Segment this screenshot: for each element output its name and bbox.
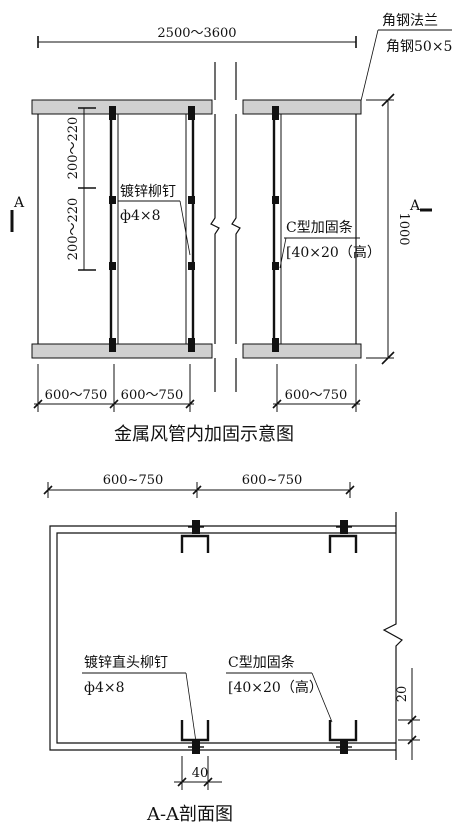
- section-mark-right-label: A: [409, 198, 421, 214]
- section-height-label: 20: [395, 686, 410, 703]
- section-spacing-2-label: 600~750: [242, 473, 303, 488]
- stiffener-callout: C型加固条 [40×20（高）: [279, 219, 381, 269]
- stiffener-2: [185, 106, 195, 352]
- stiffener-3: [272, 106, 282, 352]
- flange-label: 角钢法兰: [382, 13, 438, 29]
- section-spacing-1-label: 600~750: [103, 473, 164, 488]
- break-symbol: [210, 62, 241, 392]
- rivet-spacing-bottom-label: 200～220: [66, 198, 81, 261]
- height-label: 1000: [396, 212, 411, 245]
- total-width-label: 2500～3600: [157, 26, 236, 41]
- section-width-dimension: 40: [174, 756, 222, 790]
- section-stiffener-top-2: [328, 520, 358, 553]
- stiffener-label: C型加固条: [286, 219, 353, 236]
- section-marker-left: A: [10, 195, 25, 232]
- section-rivet-size-label: ф4×8: [84, 680, 125, 696]
- section-mark-left-label: A: [13, 195, 25, 211]
- rivet-callout: 镀锌柳钉 ф4×8: [118, 183, 191, 256]
- top-view: 2500～3600 角钢法兰 角钢50×5: [10, 13, 452, 445]
- rivet-label: 镀锌柳钉: [120, 183, 176, 200]
- bottom-spacing-dimension: 600～750 600～750 600～750: [33, 364, 361, 412]
- section-width-label: 40: [192, 766, 209, 781]
- section-marker-right: A: [409, 198, 432, 214]
- section-stiffener-label: C型加固条: [228, 654, 295, 671]
- height-dimension: 1000: [366, 93, 411, 365]
- total-width-dimension: 2500～3600: [37, 26, 357, 48]
- flange-callout: 角钢法兰 角钢50×5: [359, 13, 452, 106]
- section-stiffener-size-label: [40×20（高）: [228, 679, 323, 696]
- spacing-2-label: 600～750: [121, 388, 184, 403]
- stiffener-1: [109, 106, 119, 352]
- section-rivet-callout: 镀锌直头柳钉 ф4×8: [82, 654, 197, 743]
- section-height-dimension: 20: [395, 668, 420, 760]
- section-stiffener-bottom-2: [328, 720, 358, 754]
- rivet-size-label: ф4×8: [120, 208, 161, 224]
- section-rivet-label: 镀锌直头柳钉: [84, 654, 168, 671]
- spacing-1-label: 600～750: [45, 388, 108, 403]
- section-view-title: A-A剖面图: [146, 804, 233, 825]
- rivet-spacing-top-label: 200～220: [66, 117, 81, 180]
- section-view: 600~750 600~750: [43, 473, 420, 825]
- section-stiffener-callout: C型加固条 [40×20（高）: [226, 654, 333, 723]
- section-spacing-dimension: 600~750 600~750: [43, 473, 355, 498]
- stiffener-size-label: [40×20（高）: [286, 244, 381, 261]
- section-stiffener-bottom-1: [180, 720, 210, 754]
- angle-steel-label: 角钢50×5: [386, 39, 452, 55]
- top-view-title: 金属风管内加固示意图: [114, 424, 294, 445]
- rivet-spacing-dimension: 200～220 200～220: [66, 107, 96, 271]
- section-stiffener-top-1: [180, 520, 210, 553]
- duct-section-outline: [49, 512, 403, 760]
- top-flange-rail: [31, 99, 362, 115]
- spacing-3-label: 600～750: [285, 388, 348, 403]
- bottom-flange-rail: [31, 343, 362, 359]
